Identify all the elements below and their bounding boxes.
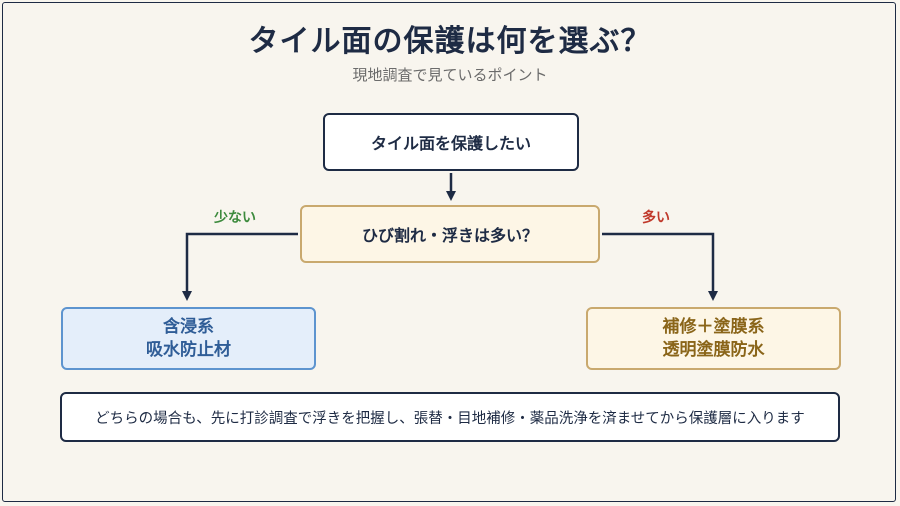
result-high-line1: 補修＋塗膜系: [662, 317, 765, 338]
decision-node: ひび割れ・浮きは多い？: [300, 205, 600, 263]
footer-note: どちらの場合も、先に打診調査で浮きを把握し、張替・目地補修・薬品洗浄を済ませてか…: [60, 392, 840, 442]
branch-low-label: 少ない: [214, 210, 256, 226]
arrow-question-to-low: [182, 232, 298, 301]
result-high-line2: 透明塗膜防水: [662, 339, 765, 360]
start-node-label: タイル面を保護したい: [370, 134, 531, 153]
result-high-node: 補修＋塗膜系 透明塗膜防水: [586, 307, 841, 370]
arrow-question-to-high: [602, 232, 718, 301]
footer-note-text: どちらの場合も、先に打診調査で浮きを把握し、張替・目地補修・薬品洗浄を済ませてか…: [95, 410, 805, 427]
page-title: タイル面の保護は何を選ぶ？: [248, 24, 652, 59]
branch-high-label: 多い: [642, 210, 670, 226]
result-low-line2: 吸水防止材: [146, 339, 231, 360]
page-subtitle: 現地調査で見ているポイント: [352, 66, 548, 84]
result-low-node: 含浸系 吸水防止材: [61, 307, 316, 370]
decision-node-label: ひび割れ・浮きは多い？: [361, 226, 538, 245]
result-low-line1: 含浸系: [163, 317, 214, 338]
start-node: タイル面を保護したい: [323, 113, 579, 171]
